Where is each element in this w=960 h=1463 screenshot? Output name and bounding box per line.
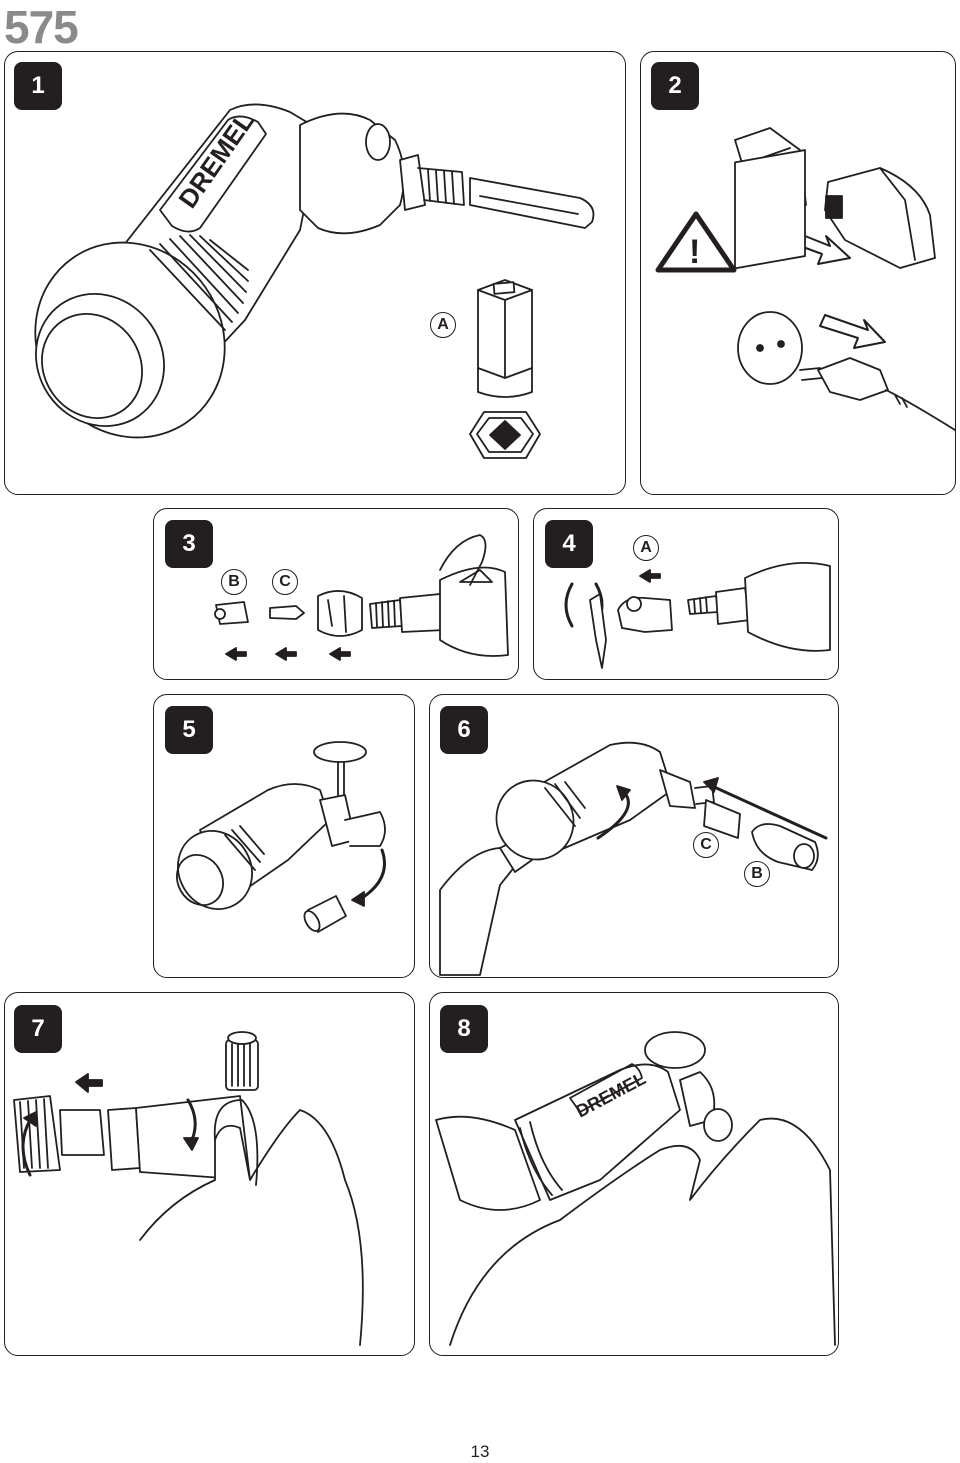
remove-collet-parts-illustration — [215, 535, 508, 660]
install-cutting-wheel-illustration — [164, 742, 385, 934]
callout-b-panel-3: B — [221, 569, 247, 595]
wrench-collet-illustration — [566, 563, 830, 668]
finished-assembly-illustration: DREMEL — [436, 1032, 835, 1345]
step-number-8: 8 — [440, 1005, 488, 1053]
arrow-icon — [76, 1074, 102, 1092]
tighten-collet-nut-illustration — [14, 1032, 363, 1345]
rotation-arrow-icon — [566, 584, 572, 626]
disconnect-power-illustration: ! — [658, 128, 955, 430]
panel-step-2 — [640, 51, 956, 495]
warning-triangle-icon — [658, 214, 734, 270]
svg-text:!: ! — [689, 233, 700, 271]
model-number: 575 — [4, 1, 79, 53]
attach-to-rotary-tool-illustration — [440, 743, 826, 975]
arrow-icon — [330, 648, 350, 660]
callout-a-panel-1: A — [430, 312, 456, 338]
callout-a-panel-4: A — [633, 535, 659, 561]
step-number-7: 7 — [14, 1005, 62, 1053]
step-number-5: 5 — [165, 706, 213, 754]
arrow-icon — [226, 648, 246, 660]
callout-c-panel-3: C — [272, 569, 298, 595]
step-number-4: 4 — [545, 520, 593, 568]
arrow-icon — [276, 648, 296, 660]
right-angle-attachment-illustration: DREMEL — [0, 104, 593, 474]
step-number-6: 6 — [440, 706, 488, 754]
arrow-icon — [820, 315, 885, 348]
callout-b-panel-6: B — [744, 861, 770, 887]
step-number-2: 2 — [651, 62, 699, 110]
callout-c-panel-6: C — [693, 832, 719, 858]
step-number-3: 3 — [165, 520, 213, 568]
step-number-1: 1 — [14, 62, 62, 110]
page-number: 13 — [470, 1442, 490, 1461]
